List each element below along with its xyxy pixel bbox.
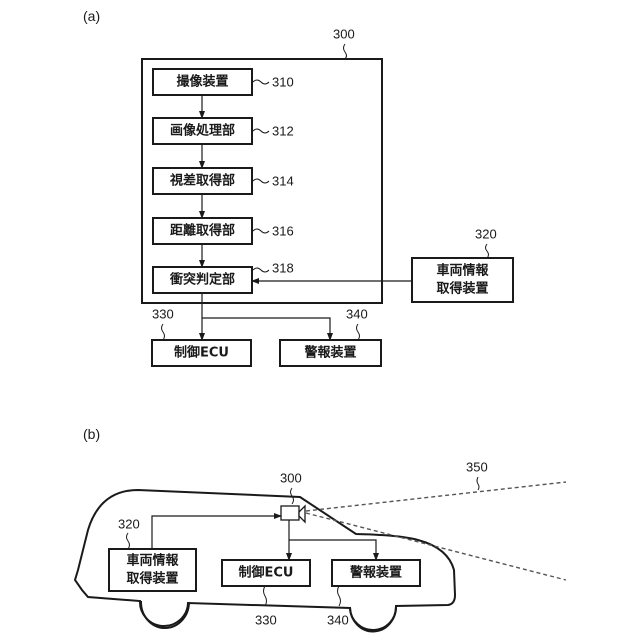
block-collision-determination-unit: 衝突判定部 318 [153,261,294,294]
alarm-device-b-text: 警報装置 [350,565,402,581]
panel-b-label: (b) [83,426,100,442]
vehicle-info-a-ref: 320 [475,227,497,242]
vehicle-info-b-ref: 320 [118,517,140,532]
block-image-processing-unit-text: 画像処理部 [170,123,235,139]
control-ecu-b-text: 制御ECU [239,565,294,581]
vehicle-info-a-line1: 車両情報 [436,263,489,279]
alarm-device-a-ref: 340 [346,307,368,322]
control-ecu-b-ref: 330 [255,613,277,628]
alarm-device-b-ref: 340 [327,613,349,628]
block-collision-determination-unit-text: 衝突判定部 [169,272,235,288]
panel-a-label: (a) [83,8,100,24]
field-of-view-leader [477,477,479,490]
block-parallax-acquisition-unit-ref: 314 [272,174,294,189]
block-distance-acquisition-unit: 距離取得部 316 [153,218,294,244]
block-parallax-acquisition-unit-text: 視差取得部 [169,173,235,189]
field-of-view-ref: 350 [466,460,488,475]
block-imaging-device-text: 撮像装置 [176,74,228,90]
camera-ref: 300 [280,471,302,486]
arrow-320-camera [152,516,281,553]
device-300-frame: 300 [142,27,382,304]
block-vehicle-info-acquisition-a: 車両情報 取得装置 320 [412,227,513,303]
arrow-318-340 [202,318,330,340]
arrow-camera-340 [289,540,376,560]
block-imaging-device: 撮像装置 310 [153,69,294,95]
alarm-device-a-text: 警報装置 [304,345,356,361]
block-collision-determination-unit-ref: 318 [272,261,294,276]
block-parallax-acquisition-unit: 視差取得部 314 [153,168,294,194]
control-ecu-a-text: 制御ECU [174,345,229,361]
rear-wheel [141,601,189,628]
block-distance-acquisition-unit-ref: 316 [272,224,294,239]
device-300-ref: 300 [333,27,355,42]
vehicle-info-a-line2: 取得装置 [436,281,488,297]
block-image-processing-unit-ref: 312 [272,124,294,139]
block-image-processing-unit: 画像処理部 312 [153,118,294,144]
block-imaging-device-ref: 310 [272,75,294,90]
control-ecu-a-ref: 330 [152,307,174,322]
block-alarm-device-b: 警報装置 340 [327,560,420,628]
field-of-view-upper [306,482,566,511]
vehicle-info-b-line2: 取得装置 [126,571,178,587]
block-control-ecu-b: 制御ECU 330 [222,560,310,628]
vehicle-info-b-line1: 車両情報 [126,553,179,569]
device-300-leader [344,44,347,59]
front-wheel [350,606,396,631]
block-distance-acquisition-unit-text: 距離取得部 [170,223,235,239]
